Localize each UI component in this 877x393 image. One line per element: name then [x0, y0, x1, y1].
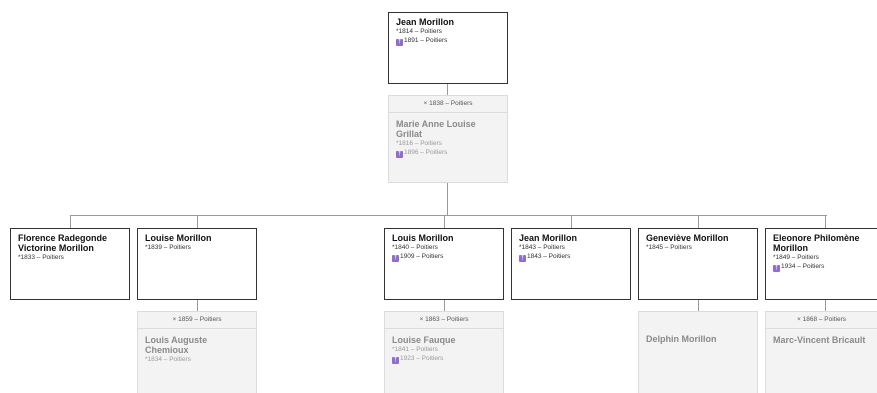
death-info-row: †1896 – Poitiers: [396, 149, 500, 158]
connector-root-spouse: [447, 84, 448, 95]
birth-info: *1849 – Poitiers: [773, 254, 819, 261]
person-name: Jean Morillon: [396, 17, 455, 27]
person-card-child-1[interactable]: Florence Radegonde Victorine Morillon *1…: [10, 228, 130, 300]
connector-child-6: [825, 215, 826, 228]
death-icon: †: [773, 265, 780, 272]
children-bus: [70, 215, 827, 216]
person-name: Marc-Vincent Bricault: [773, 335, 866, 345]
person-name: Eleonore Philomène Morillon: [773, 233, 860, 253]
death-icon: †: [392, 357, 399, 364]
person-name: Florence Radegonde Victorine Morillon: [18, 233, 108, 253]
birth-info: *1843 – Poitiers: [519, 244, 565, 251]
person-card-child-5[interactable]: Geneviève Morillon *1845 – Poitiers: [638, 228, 758, 300]
connector-child-3: [444, 215, 445, 228]
spouse-card-child-2[interactable]: × 1859 – Poitiers Louis Auguste Chemioux…: [137, 311, 257, 393]
death-info-row: †1891 – Poitiers: [396, 37, 500, 46]
death-icon: †: [396, 39, 403, 46]
marriage-info-empty: [639, 312, 757, 328]
connector-child-4: [571, 215, 572, 228]
person-card-root[interactable]: Jean Morillon *1814 – Poitiers †1891 – P…: [388, 12, 508, 84]
spouse-card-root[interactable]: × 1838 – Poitiers Marie Anne Louise Gril…: [388, 95, 508, 183]
spouse-card-child-6[interactable]: × 1868 – Poitiers Marc-Vincent Bricault: [765, 311, 877, 393]
connector-spouse-bus: [447, 183, 448, 216]
person-name: Louis Auguste Chemioux: [145, 335, 208, 355]
birth-info: *1845 – Poitiers: [646, 244, 692, 251]
marriage-info: × 1863 – Poitiers: [385, 312, 503, 329]
connector-child-2-spouse: [197, 299, 198, 311]
marriage-info: × 1868 – Poitiers: [766, 312, 877, 329]
death-icon: †: [396, 151, 403, 158]
person-name: Jean Morillon: [519, 233, 578, 243]
birth-info: *1834 – Poitiers: [145, 356, 191, 363]
connector-child-3-spouse: [444, 299, 445, 311]
death-info: 1891 – Poitiers: [404, 37, 448, 44]
person-name: Geneviève Morillon: [646, 233, 729, 243]
spouse-card-child-5[interactable]: Delphin Morillon: [638, 311, 758, 393]
birth-info: *1816 – Poitiers: [396, 140, 442, 147]
person-name: Delphin Morillon: [646, 334, 717, 344]
death-info: 1843 – Poitiers: [527, 253, 571, 260]
connector-child-5-spouse: [698, 299, 699, 311]
connector-child-1: [70, 215, 71, 228]
birth-info: *1840 – Poitiers: [392, 244, 438, 251]
marriage-info: × 1838 – Poitiers: [389, 96, 507, 113]
connector-child-2: [197, 215, 198, 228]
birth-info: *1841 – Poitiers: [392, 346, 438, 353]
person-card-child-6[interactable]: Eleonore Philomène Morillon *1849 – Poit…: [765, 228, 877, 300]
birth-info: *1839 – Poitiers: [145, 244, 191, 251]
death-info: 1923 – Poitiers: [400, 355, 444, 362]
marriage-info: × 1859 – Poitiers: [138, 312, 256, 329]
death-info: 1909 – Poitiers: [400, 253, 444, 260]
person-name: Louis Morillon: [392, 233, 454, 243]
birth-info: *1814 – Poitiers: [396, 28, 442, 35]
death-info-row: †1843 – Poitiers: [519, 253, 623, 262]
person-name: Marie Anne Louise Grillat: [396, 119, 476, 139]
person-card-child-3[interactable]: Louis Morillon *1840 – Poitiers †1909 – …: [384, 228, 504, 300]
person-name: Louise Morillon: [145, 233, 212, 243]
birth-info: *1833 – Poitiers: [18, 254, 64, 261]
death-icon: †: [519, 255, 526, 262]
death-icon: †: [392, 255, 399, 262]
person-card-child-2[interactable]: Louise Morillon *1839 – Poitiers: [137, 228, 257, 300]
death-info-row: †1923 – Poitiers: [392, 355, 496, 364]
spouse-card-child-3[interactable]: × 1863 – Poitiers Louise Fauque *1841 – …: [384, 311, 504, 393]
person-card-child-4[interactable]: Jean Morillon *1843 – Poitiers †1843 – P…: [511, 228, 631, 300]
death-info: 1896 – Poitiers: [404, 149, 448, 156]
connector-child-5: [698, 215, 699, 228]
person-name: Louise Fauque: [392, 335, 456, 345]
death-info-row: †1934 – Poitiers: [773, 263, 870, 272]
death-info: 1934 – Poitiers: [781, 263, 825, 270]
death-info-row: †1909 – Poitiers: [392, 253, 496, 262]
connector-child-6-spouse: [825, 299, 826, 311]
